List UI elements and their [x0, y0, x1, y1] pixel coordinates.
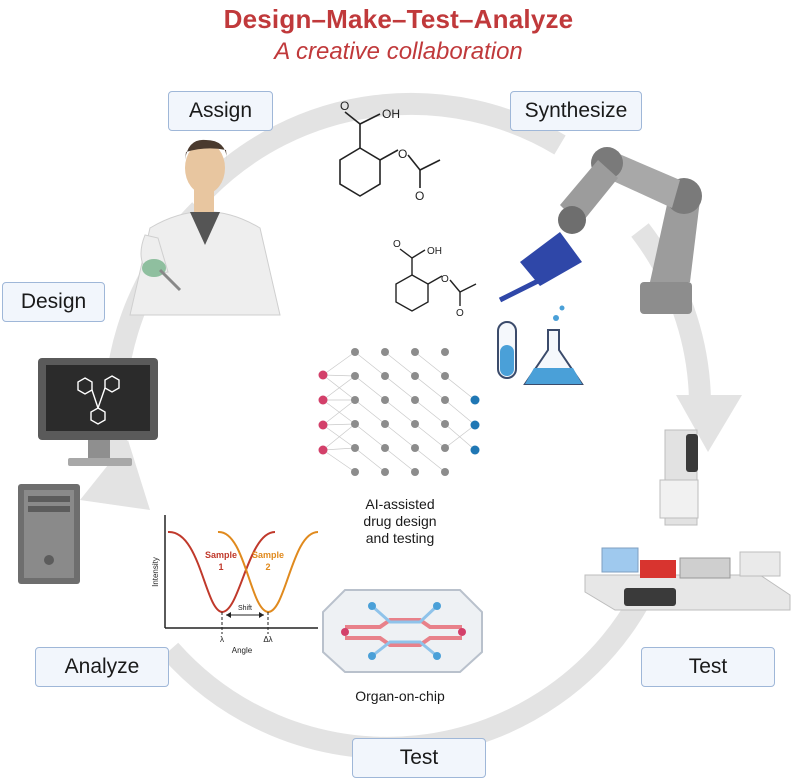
ai-caption-line-1: AI-assisted [365, 496, 435, 512]
aspirin-molecule-large [339, 111, 441, 197]
spr-xlabel: Angle [232, 646, 253, 655]
sample1-label-num: 1 [218, 562, 223, 572]
ai-caption-line-2: drug design [363, 513, 437, 529]
pc-tower-icon [18, 484, 80, 584]
step-test-right: Test [641, 647, 775, 687]
diagram-subtitle: A creative collaboration [274, 38, 523, 65]
step-design: Design [2, 282, 105, 322]
liquid-handler-icon [584, 429, 791, 611]
organ-on-chip-icon [322, 589, 483, 673]
robot-arm-icon [498, 147, 702, 314]
sample2-label-num: 2 [265, 562, 270, 572]
sample1-label-word: Sample [205, 550, 237, 560]
spr-plot [164, 515, 319, 634]
aspirin-molecule-small [395, 248, 477, 312]
diagram-title: Design–Make–Test–Analyze [223, 4, 574, 34]
shift-label: Shift [238, 605, 252, 612]
acetyl-o-label: O [415, 189, 424, 203]
test-tube-icon [497, 321, 517, 379]
ester-o-label: O [398, 147, 407, 161]
organ-on-chip-label: Organ-on-chip [355, 688, 445, 704]
step-assign: Assign [168, 91, 273, 131]
scientist-icon [129, 139, 281, 316]
monitor-icon [38, 358, 158, 466]
network-nodes [318, 348, 480, 476]
small-acetyl-o-label: O [456, 308, 464, 319]
delta-lambda-label: Δλ [263, 635, 272, 644]
small-carbonyl-o-label: O [393, 239, 401, 250]
arrow-head-right [676, 395, 742, 452]
arrow-head-left [80, 440, 150, 510]
ai-caption: AI-assisted drug design and testing [335, 496, 465, 547]
carbonyl-o-label: O [340, 99, 349, 113]
ai-caption-line-3: and testing [365, 530, 435, 546]
small-hydroxyl-label: OH [427, 246, 442, 257]
step-analyze: Analyze [35, 647, 169, 687]
spr-ylabel: Intensity [151, 557, 160, 587]
neural-network-icon [322, 351, 476, 473]
hydroxyl-label: OH [382, 107, 400, 121]
step-test-bottom: Test [352, 738, 486, 778]
sample2-label-word: Sample [252, 550, 284, 560]
lambda-label: λ [220, 635, 224, 644]
flask-icon [523, 305, 584, 385]
small-ester-o-label: O [441, 274, 449, 285]
step-synthesize: Synthesize [510, 91, 642, 131]
